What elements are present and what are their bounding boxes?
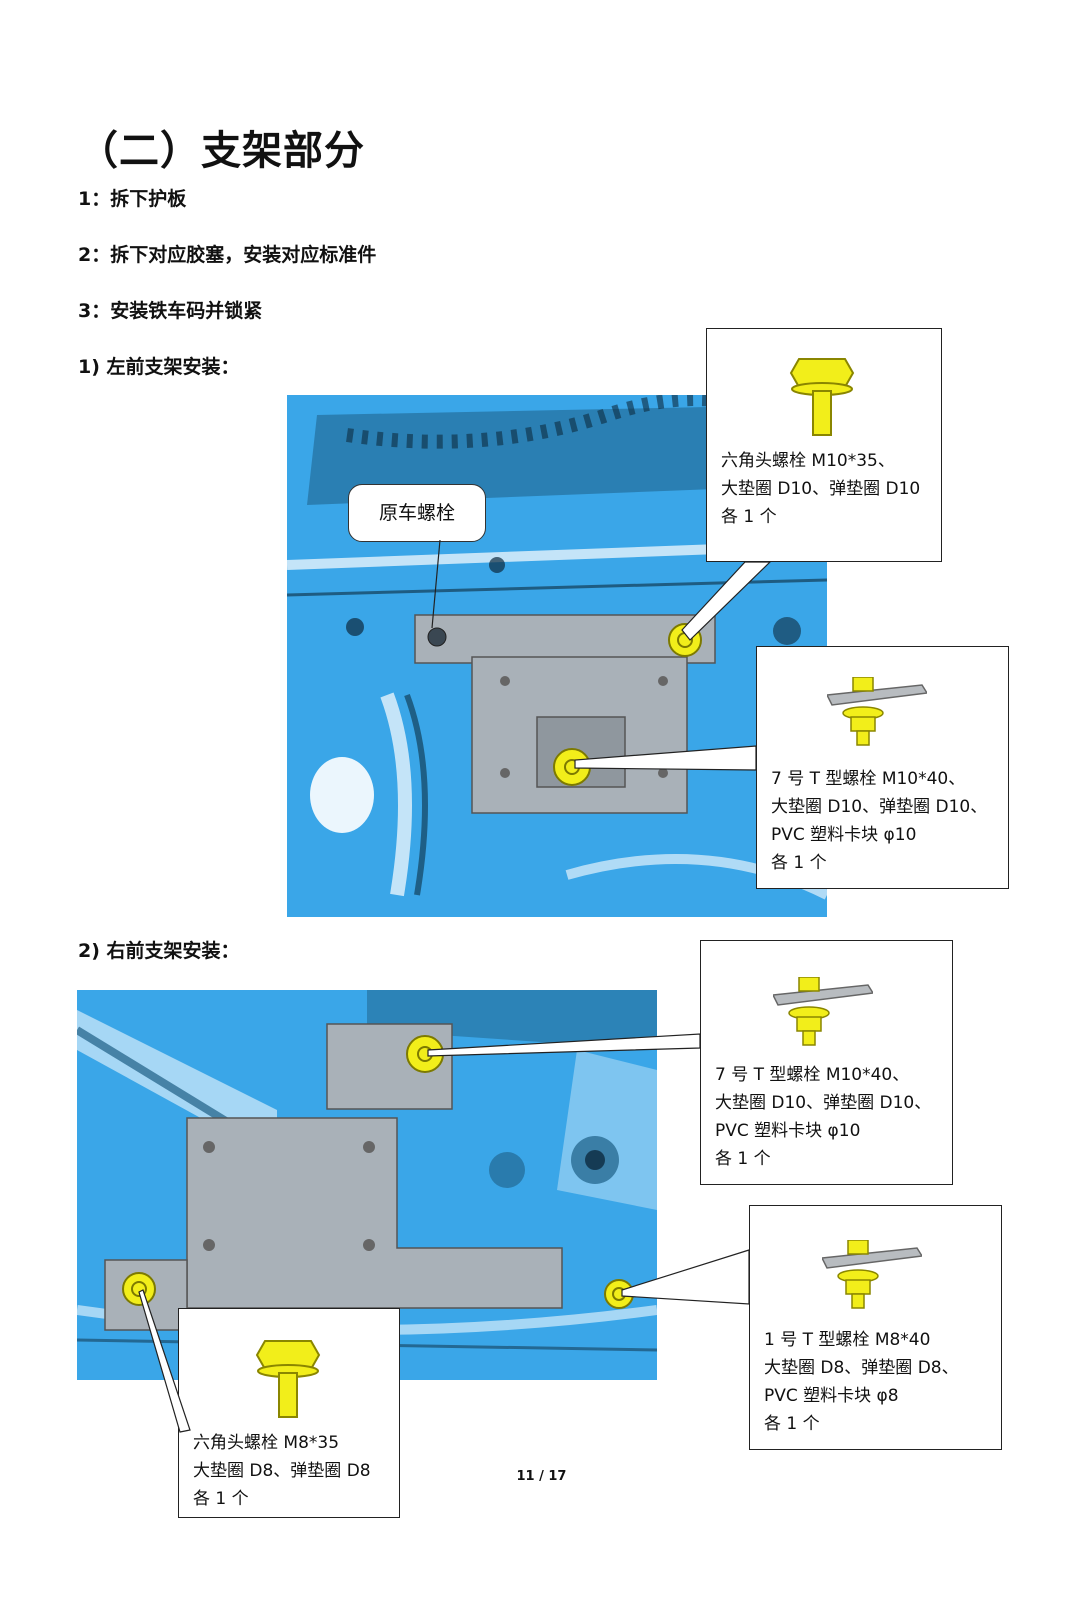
callout-line-3: PVC 塑料卡块 φ10: [715, 1121, 861, 1141]
section-1-title: 1) 左前支架安装：: [78, 356, 240, 378]
callout-line-3: PVC 塑料卡块 φ10: [771, 825, 917, 845]
callout-line-3: 各 1 个: [721, 507, 777, 527]
callout-hex-bolt-m10: 六角头螺栓 M10*35、 大垫圈 D10、弹垫圈 D10 各 1 个: [706, 328, 942, 562]
callout-t-bolt-m8: 1 号 T 型螺栓 M8*40 大垫圈 D8、弹垫圈 D8、 PVC 塑料卡块 …: [749, 1205, 1002, 1450]
callout-line-2: 大垫圈 D10、弹垫圈 D10、: [771, 797, 988, 817]
callout-line-3: PVC 塑料卡块 φ8: [764, 1386, 899, 1406]
t-bolt-m10: [553, 748, 591, 786]
callout-line-3: 各 1 个: [193, 1489, 249, 1509]
step-1: 1：拆下护板: [78, 188, 187, 210]
callout-line-2: 大垫圈 D10、弹垫圈 D10、: [715, 1093, 932, 1113]
callout-line-4: 各 1 个: [715, 1149, 771, 1169]
callout-line-2: 大垫圈 D8、弹垫圈 D8、: [764, 1358, 959, 1378]
hex-bolt-icon: [255, 1340, 321, 1418]
hex-bolt-m8: [122, 1272, 156, 1306]
hex-bolt-m10: [668, 623, 702, 657]
callout-line-1: 1 号 T 型螺栓 M8*40: [764, 1330, 931, 1350]
callout-line-2: 大垫圈 D8、弹垫圈 D8: [193, 1461, 371, 1481]
callout-line-1: 7 号 T 型螺栓 M10*40、: [771, 769, 966, 789]
page-title: （二）支架部分: [78, 128, 365, 174]
hex-bolt-icon: [789, 358, 855, 436]
callout-hex-bolt-m8: 六角头螺栓 M8*35 大垫圈 D8、弹垫圈 D8 各 1 个: [178, 1308, 400, 1518]
callout-line-2: 大垫圈 D10、弹垫圈 D10: [721, 479, 921, 499]
step-2: 2：拆下对应胶塞，安装对应标准件: [78, 244, 377, 266]
step-3: 3：安装铁车码并锁紧: [78, 300, 263, 322]
callout-line-4: 各 1 个: [764, 1414, 820, 1434]
t-bolt-icon: [827, 677, 927, 746]
t-bolt-icon: [822, 1240, 922, 1309]
section-2-title: 2) 右前支架安装：: [78, 940, 240, 962]
callout-line-1: 7 号 T 型螺栓 M10*40、: [715, 1065, 910, 1085]
original-bolt: [427, 627, 447, 647]
callout-t-bolt-m10: 7 号 T 型螺栓 M10*40、 大垫圈 D10、弹垫圈 D10、 PVC 塑…: [700, 940, 953, 1185]
callout-line-1: 六角头螺栓 M8*35: [193, 1433, 340, 1453]
t-bolt-icon: [773, 977, 873, 1046]
t-bolt-m8: [604, 1279, 634, 1309]
callout-line-1: 六角头螺栓 M10*35、: [721, 451, 895, 471]
page-number: 11 / 17: [516, 1469, 567, 1484]
t-bolt-m10: [406, 1035, 444, 1073]
callout-line-4: 各 1 个: [771, 853, 827, 873]
original-bolt-bubble: 原车螺栓: [348, 484, 486, 542]
callout-t-bolt-m10: 7 号 T 型螺栓 M10*40、 大垫圈 D10、弹垫圈 D10、 PVC 塑…: [756, 646, 1009, 889]
upper-bracket-strip: [414, 614, 716, 664]
